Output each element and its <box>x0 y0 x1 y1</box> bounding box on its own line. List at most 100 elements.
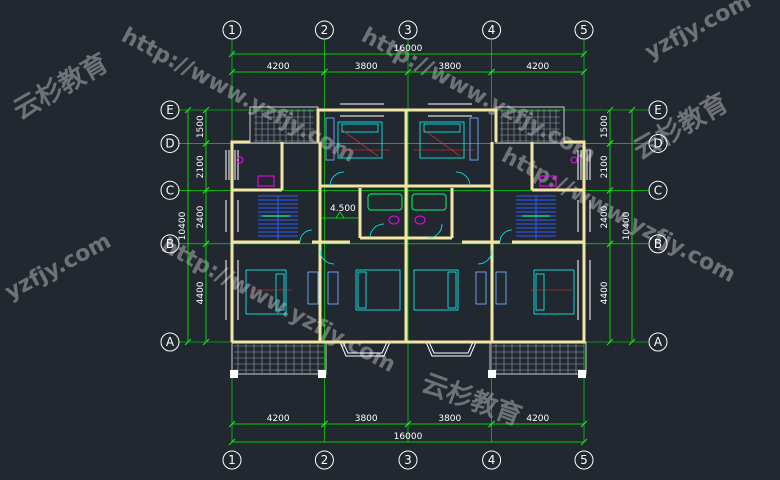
stair-right <box>516 195 556 240</box>
row-axis-label: C <box>166 183 174 197</box>
beds <box>245 121 575 315</box>
row-axis-label: A <box>654 335 663 349</box>
building-plan: 4.500 <box>225 103 591 378</box>
dimension-tick <box>228 68 236 76</box>
row-axis-bubble <box>160 234 180 254</box>
dimension-label: 3800 <box>438 62 461 72</box>
column-axis-bubble <box>314 450 334 470</box>
bay-window-left <box>339 341 391 357</box>
dimension-label: 3800 <box>355 62 378 72</box>
dimension-tick <box>321 68 328 76</box>
doors <box>299 171 513 265</box>
row-axis-label: B <box>166 237 174 251</box>
dimension-tick <box>228 50 236 58</box>
dimension-tick <box>228 420 236 428</box>
watermark-url-short: yzfjy.com <box>1 229 115 306</box>
dimension-label: 4200 <box>526 62 549 72</box>
dimension-label: 2100 <box>600 155 610 178</box>
watermark-layer: http://www.yzfjy.com http://www.yzfjy.co… <box>1 0 755 432</box>
walls <box>230 108 586 344</box>
dimension-tick <box>606 338 614 346</box>
watermark-url: http://www.yzfjy.com <box>117 23 359 168</box>
dimension-label: 4200 <box>267 62 290 72</box>
level-annotation: 4.500 <box>322 204 358 219</box>
dimension-label: 3800 <box>438 414 461 424</box>
column-axis-label: 4 <box>488 23 496 37</box>
bed-details <box>250 129 572 291</box>
windows <box>225 103 591 320</box>
column-axis-label: 2 <box>321 453 329 467</box>
row-axis-bubble <box>160 332 180 352</box>
column-axis-bubble <box>482 20 502 40</box>
watermark-brand: 云杉教育 <box>8 47 114 126</box>
row-axis-bubble <box>648 332 668 352</box>
dimension-tick <box>202 240 210 248</box>
dimension-tick <box>321 420 328 428</box>
column-axis-bubble <box>398 450 418 470</box>
row-axis-bubble <box>160 133 180 153</box>
watermark-brand: 云杉教育 <box>418 367 526 432</box>
dimension-label: 3800 <box>355 414 378 424</box>
dimension-tick <box>202 140 210 147</box>
dimension-tick <box>404 420 412 428</box>
dimension-tick <box>580 420 588 428</box>
column-axis-bubble <box>482 450 502 470</box>
column-axis-label: 2 <box>321 23 329 37</box>
dimension-label: 10400 <box>622 211 632 240</box>
watermark-url-short: yzfjy.com <box>641 0 755 65</box>
dimension-label: 16000 <box>394 432 423 442</box>
dimension-label: 4400 <box>600 281 610 304</box>
dimension-tick <box>184 106 192 114</box>
watermark-brand: 云杉教育 <box>628 87 734 166</box>
row-axis-label: B <box>654 237 662 251</box>
balcony-bottom-left <box>230 341 327 378</box>
row-axis-label: D <box>165 136 174 150</box>
column-axis-label: 3 <box>404 453 412 467</box>
column-axis-bubble <box>574 450 594 470</box>
dimension-tick <box>184 338 192 346</box>
dimension-tick <box>580 438 588 446</box>
column-axis-label: 4 <box>488 453 496 467</box>
bay-window-right <box>425 341 477 357</box>
column-axis-label: 3 <box>404 23 412 37</box>
dimension-tick <box>606 140 614 147</box>
level-label: 4.500 <box>330 204 356 214</box>
column-axis-bubble <box>574 20 594 40</box>
dimension-label: 1500 <box>600 115 610 138</box>
dimension-tick <box>488 420 495 428</box>
wardrobes <box>307 117 507 305</box>
column-axis-bubble <box>314 20 334 40</box>
dimension-label: 16000 <box>394 44 423 54</box>
toilets <box>236 156 578 225</box>
dimension-tick <box>404 68 412 76</box>
dimension-label: 4400 <box>196 281 206 304</box>
dimension-tick <box>580 68 588 76</box>
balcony-bottom-right <box>488 341 587 378</box>
row-axis-label: A <box>166 335 175 349</box>
dimension-tick <box>488 68 495 76</box>
row-axis-bubble <box>648 180 668 200</box>
dimension-label: 1500 <box>196 115 206 138</box>
dimension-tick <box>606 240 614 248</box>
dimension-tick <box>606 106 614 114</box>
column-axis-bubble <box>222 20 242 40</box>
dimension-tick <box>606 186 614 194</box>
stair-left <box>258 195 298 240</box>
dimension-tick <box>628 338 636 346</box>
column-axis-label: 5 <box>580 23 588 37</box>
dimension-tick <box>202 338 210 346</box>
dimension-label: 10400 <box>178 211 188 240</box>
row-axis-label: C <box>654 183 662 197</box>
column-axis-bubble <box>398 20 418 40</box>
dimension-tick <box>580 50 588 58</box>
dimension-tick <box>202 186 210 194</box>
column-axis-label: 5 <box>580 453 588 467</box>
dimension-label: 4200 <box>267 414 290 424</box>
dimension-tick <box>202 106 210 114</box>
row-axis-bubble <box>160 180 180 200</box>
bathtubs <box>367 193 447 211</box>
row-axis-label: E <box>166 103 174 117</box>
column-axis-label: 1 <box>228 23 236 37</box>
